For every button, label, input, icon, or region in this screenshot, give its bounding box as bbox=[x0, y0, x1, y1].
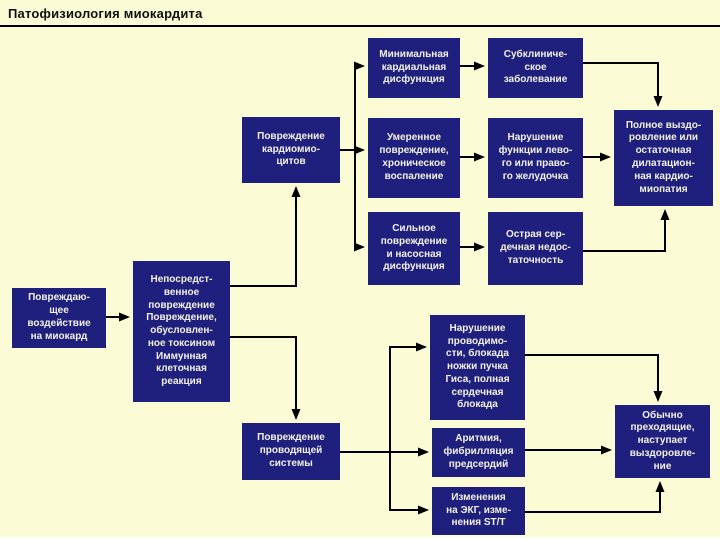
arrow-subclinical-to-recovery bbox=[583, 62, 663, 107]
node-subclinical-disease: Субклиниче- ское заболевание bbox=[488, 38, 583, 98]
arrow-trunk-to-severe bbox=[354, 150, 365, 252]
arrow-branch-to-conddist bbox=[389, 342, 427, 452]
node-severe-damage: Сильное повреждение и насосная дисфункци… bbox=[368, 212, 460, 285]
node-ecg-changes: Изменения на ЭКГ, изме- нения ST/T bbox=[432, 487, 525, 535]
node-transient-recovery: Обычно преходящие, наступает выздоровле-… bbox=[615, 405, 710, 478]
node-direct-damage: Непосредст- венное повреждение Поврежден… bbox=[133, 261, 230, 402]
node-minimal-dysfunction: Минимальная кардиальная дисфункция bbox=[368, 38, 460, 98]
arrow-branch-to-ecg bbox=[389, 452, 429, 515]
arrow-conddist-to-transient bbox=[525, 354, 663, 402]
node-cardiomyocyte-damage: Повреждение кардиомио- цитов bbox=[242, 117, 340, 183]
arrow-direct-to-cardio bbox=[230, 186, 301, 287]
node-full-recovery: Полное выздо- ровление или остаточная ди… bbox=[614, 110, 713, 206]
node-arrhythmia: Аритмия, фибрилляция предсердий bbox=[432, 428, 525, 477]
arrow-trunk-to-minimal bbox=[354, 61, 365, 150]
arrow-direct-to-condsys bbox=[230, 336, 301, 420]
node-moderate-damage: Умеренное повреждение, хроническое воспа… bbox=[368, 118, 460, 198]
node-conduction-system-damage: Повреждение проводящей системы bbox=[242, 423, 340, 480]
node-ventricle-dysfunction: Нарушение функции лево- го или право- го… bbox=[488, 118, 583, 198]
node-acute-heart-failure: Острая сер- дечная недос- таточность bbox=[488, 212, 583, 285]
node-damaging-effect: Повреждаю- щее воздействие на миокард bbox=[12, 288, 106, 348]
node-conduction-disturbance: Нарушение проводимо- сти, блокада ножки … bbox=[430, 315, 525, 420]
arrow-ecg-to-transient bbox=[525, 481, 665, 513]
arrow-acute-to-recovery bbox=[583, 209, 670, 252]
slide-title: Патофизиология миокардита bbox=[8, 6, 203, 21]
bottom-strip bbox=[0, 537, 720, 540]
title-divider bbox=[0, 25, 720, 27]
